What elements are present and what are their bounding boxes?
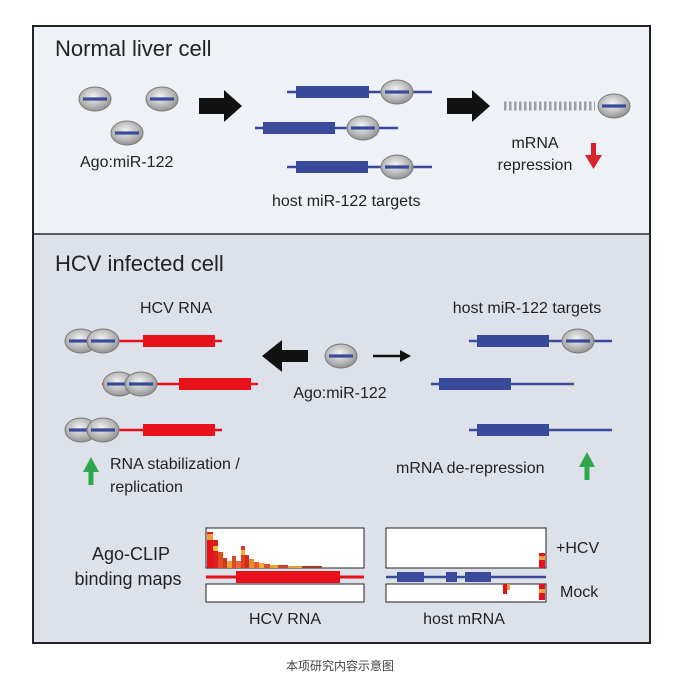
repression-label-line1: mRNA — [511, 135, 558, 152]
hcv-panel-background — [34, 235, 649, 642]
clip-signal-host-hcv — [539, 553, 545, 568]
arrow-right-icon — [199, 90, 242, 122]
arrow-left-icon — [262, 340, 308, 372]
repression-label-line2: repression — [498, 157, 573, 174]
clip-signal-hcv — [207, 532, 322, 568]
hcv-host-target-2 — [431, 378, 574, 390]
hcv-rna-strand-1 — [64, 328, 222, 354]
hcv-targets-label: host miR-122 targets — [453, 300, 602, 317]
host-target-mrna-1 — [287, 79, 432, 105]
ago-protein-icon — [597, 93, 631, 119]
hcv-panel-title: HCV infected cell — [55, 251, 224, 276]
clip-hcv-label: +HCV — [556, 540, 599, 557]
clip-title-line2: binding maps — [74, 569, 181, 589]
small-arrow-right-icon — [373, 350, 411, 362]
host-target-mrna-3 — [287, 154, 432, 180]
derepression-label: mRNA de-repression — [396, 460, 545, 477]
figure-frame — [32, 25, 651, 644]
red-down-arrow-icon — [585, 143, 602, 169]
stabilization-label-line2: replication — [110, 479, 183, 496]
green-up-arrow-icon — [83, 457, 99, 485]
green-up-arrow-icon — [579, 452, 595, 480]
hcv-ago-label: Ago:miR-122 — [293, 385, 386, 402]
clip-title-line1: Ago-CLIP — [92, 544, 170, 564]
normal-panel-title: Normal liver cell — [55, 36, 211, 61]
stabilization-label-line1: RNA stabilization / — [110, 456, 240, 473]
arrow-right-icon — [447, 90, 490, 122]
ago-protein-icon — [145, 86, 179, 112]
normal-ago-label: Ago:miR-122 — [80, 154, 173, 171]
clip-left-label: HCV RNA — [249, 611, 321, 628]
hcv-rna-strand-3 — [64, 417, 222, 443]
hcv-cell-panel: HCV infected cell HCV RNA host miR-122 t… — [34, 235, 649, 642]
normal-targets-label: host miR-122 targets — [272, 193, 421, 210]
normal-cell-panel: Normal liver cell Ago:miR-122 host miR-1… — [34, 27, 649, 233]
clip-mock-label: Mock — [560, 584, 599, 601]
figure-caption: 本项研究内容示意图 — [285, 659, 394, 673]
ago-protein-icon — [78, 86, 112, 112]
clip-map-host-mrna: host mRNA — [385, 527, 547, 628]
clip-signal-host-mock — [503, 584, 545, 600]
clip-right-label: host mRNA — [423, 611, 505, 628]
hcv-host-target-3 — [469, 424, 612, 436]
hcv-rna-strand-2 — [102, 371, 258, 397]
repressed-mrna — [504, 93, 631, 119]
clip-map-hcv-rna: HCV RNA — [205, 527, 365, 628]
hcv-host-target-1 — [469, 328, 612, 354]
hcv-rna-label: HCV RNA — [140, 300, 212, 317]
ago-protein-icon — [110, 120, 144, 146]
host-target-mrna-2 — [255, 115, 398, 141]
ago-protein-icon — [324, 343, 358, 369]
